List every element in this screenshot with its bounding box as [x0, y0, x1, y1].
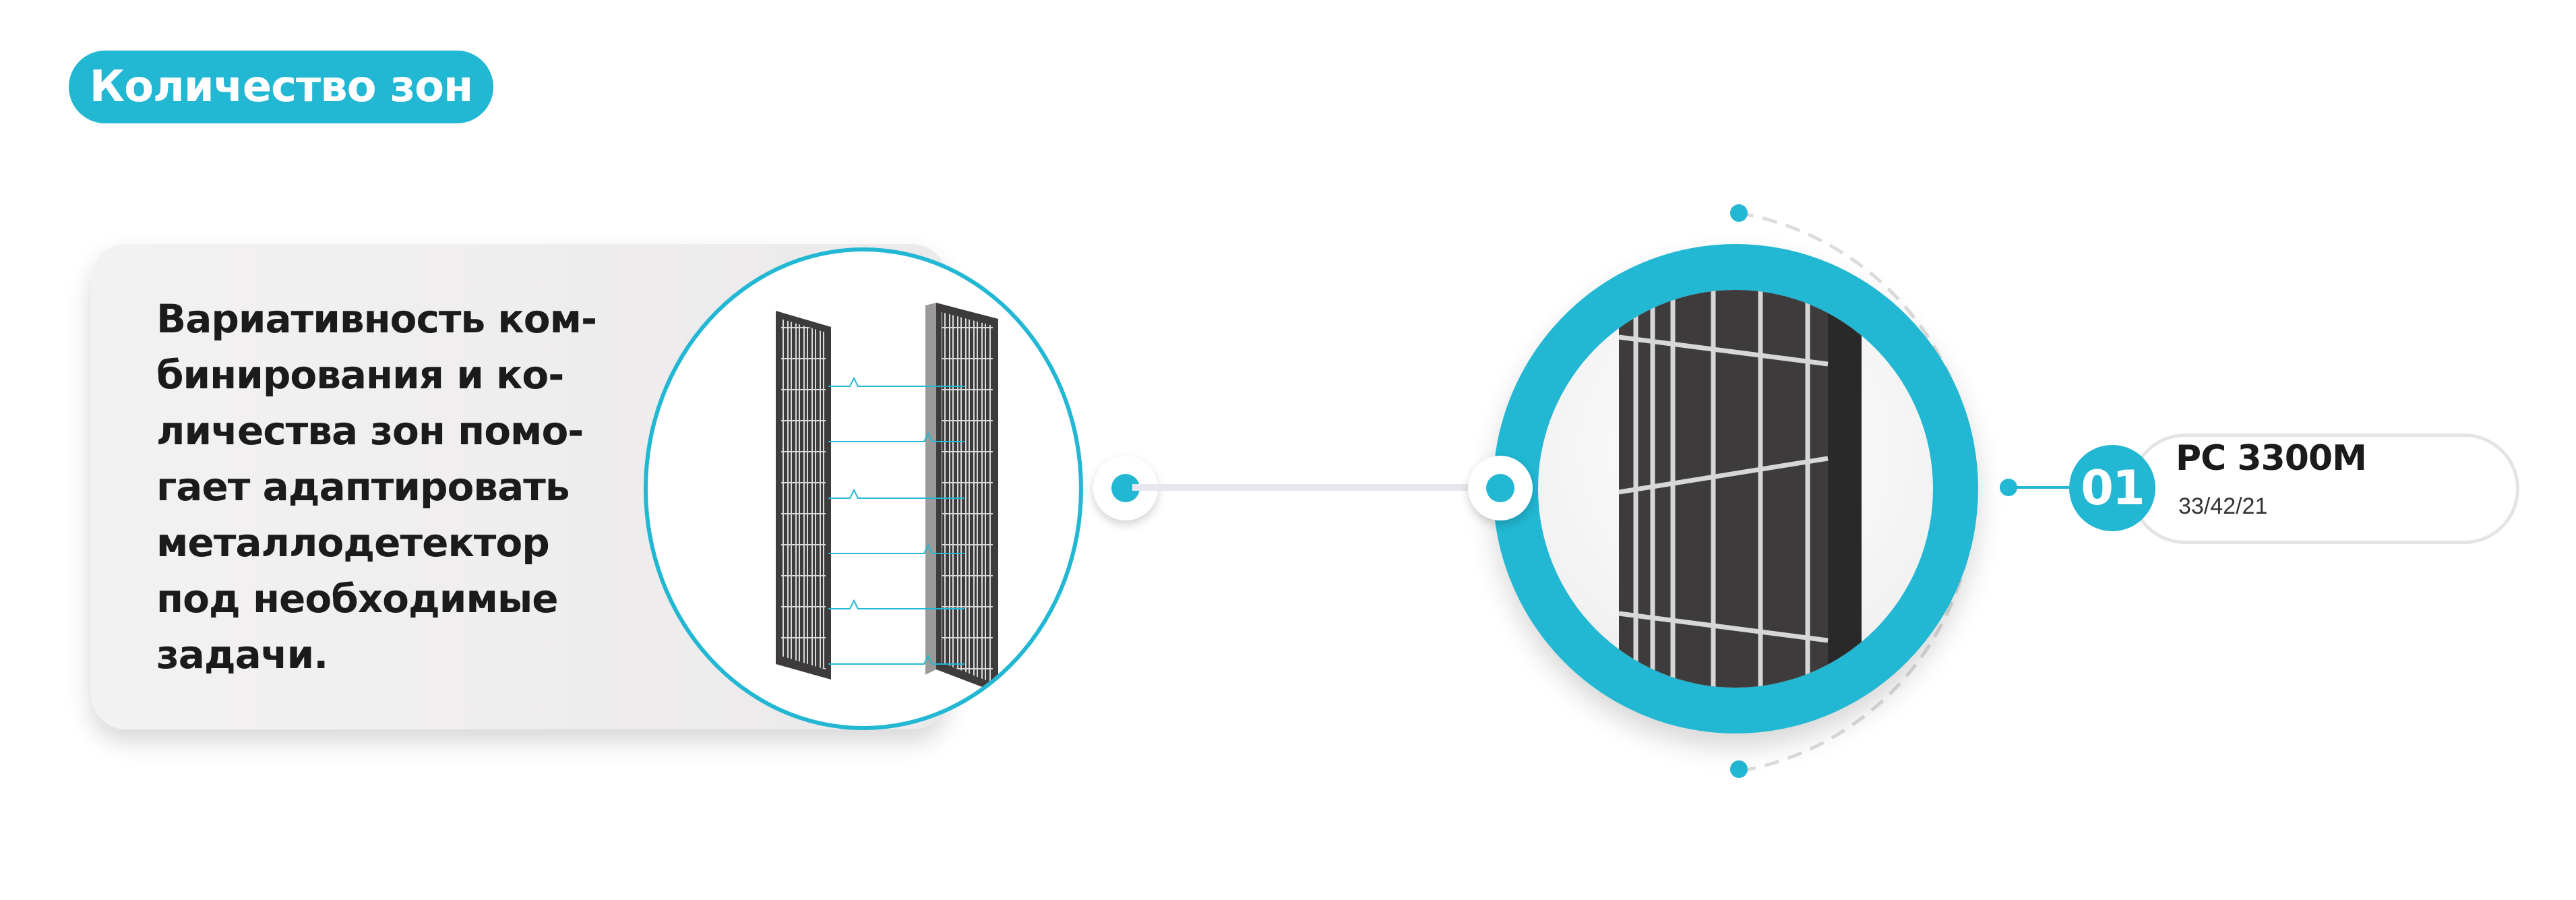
detector-illustration-circle [644, 247, 1083, 730]
model-zones: 33/42/21 [2178, 493, 2268, 519]
orbit-dot-right [2000, 479, 2017, 496]
orbit-dot-bottom [1730, 760, 1748, 778]
description-text: Вариативность ком- бинирования и ко- лич… [156, 291, 669, 683]
description-line: личества зон помо- [156, 408, 584, 454]
description-line: гает адаптировать [156, 464, 570, 510]
orbit-dot-top [1730, 204, 1748, 222]
description-line: Вариативность ком- [156, 296, 597, 342]
panel-closeup-circle [1538, 290, 1933, 688]
model-name: PC 3300M [2176, 438, 2367, 479]
walk-through-metal-detector-icon [776, 303, 998, 693]
detector-panel-closeup-icon [1618, 290, 1862, 688]
connector-dot-right [1468, 456, 1533, 520]
model-badge [2130, 433, 2519, 544]
description-line: металлодетектор [156, 520, 550, 566]
description-line: под необходимые [156, 576, 559, 622]
model-number: 01 [2069, 445, 2155, 531]
description-line: бинирования и ко- [156, 352, 564, 398]
description-line: задачи. [156, 632, 328, 678]
connector-dot-right-fill [1486, 474, 1514, 502]
connector-line [1132, 484, 1510, 491]
section-title: Количество зон [69, 51, 493, 123]
